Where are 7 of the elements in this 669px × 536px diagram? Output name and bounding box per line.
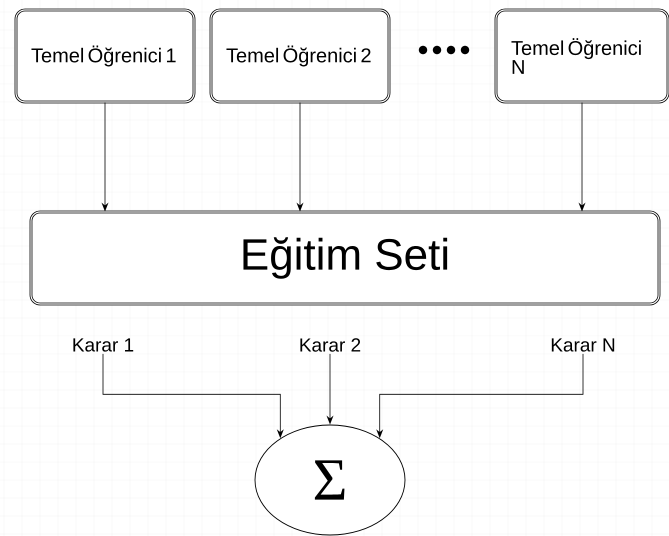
training-set-box: Eğitim Seti bbox=[30, 210, 660, 306]
decision-label: Karar 1 bbox=[73, 338, 134, 352]
learner-box: Temel Öğrenici 2 bbox=[210, 8, 390, 104]
decision-label: Karar 2 bbox=[300, 338, 360, 352]
learner-box: Temel Öğrenici 1 bbox=[14, 8, 196, 104]
learner-box: Temel Öğrenici N bbox=[494, 8, 669, 104]
decision-label: Karar N bbox=[552, 338, 614, 352]
